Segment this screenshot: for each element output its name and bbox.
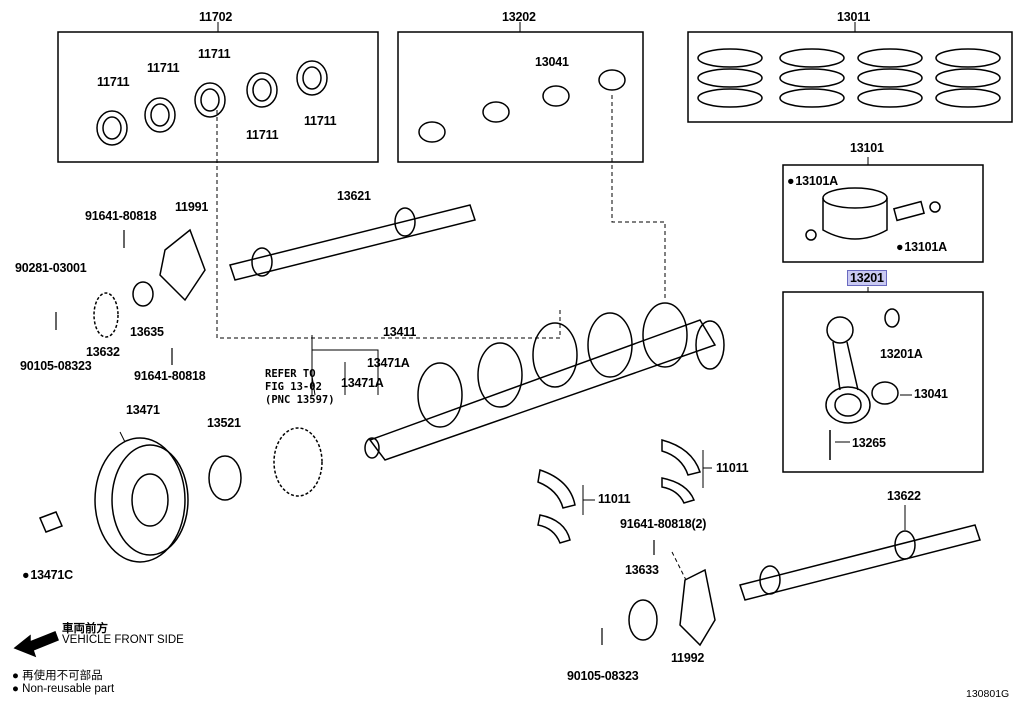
- timing-sprocket: [273, 427, 323, 497]
- callout-11011[interactable]: 11011: [716, 461, 749, 475]
- callout-11711[interactable]: 11711: [198, 47, 231, 61]
- callout-13635[interactable]: 13635: [130, 325, 164, 339]
- callout-11711[interactable]: 11711: [147, 61, 180, 75]
- figure-id: 130801G: [966, 688, 1010, 700]
- callout-13411[interactable]: 13411: [383, 325, 417, 339]
- plug-13635: [132, 281, 154, 307]
- sensor-plate-11991: [159, 228, 206, 302]
- group-box-13201: [782, 291, 984, 473]
- crankshaft-pulley: [39, 437, 189, 563]
- thrust-washer-upper: [661, 439, 701, 504]
- piston-rings: [697, 48, 1001, 108]
- callout-11992[interactable]: 11992: [671, 651, 705, 665]
- callout-11991[interactable]: 11991: [175, 200, 209, 214]
- direction-label-jp: 車両前方: [62, 623, 108, 635]
- cam-timing-gear-13633: [628, 599, 658, 641]
- callout-13101A[interactable]: 13101A: [896, 240, 947, 254]
- sensor-plate-11992: [679, 568, 716, 647]
- callout-11011[interactable]: 11011: [598, 492, 631, 506]
- callout-90105-08323[interactable]: 90105-08323: [567, 669, 639, 683]
- callout-13202[interactable]: 13202: [502, 10, 536, 24]
- callout-13471A[interactable]: 13471A: [367, 356, 410, 370]
- guide-lines: [216, 95, 687, 581]
- connecting-rod: [825, 308, 900, 460]
- legend-nonreusable-jp: ● 再使用不可部品: [12, 667, 103, 683]
- legend-nonreusable-en: ● Non-reusable part: [12, 683, 114, 695]
- legend-text: 再使用不可部品: [22, 670, 103, 682]
- camshaft-13621: [229, 204, 476, 281]
- callout-91641-80818-2[interactable]: 91641-80818(2): [620, 517, 707, 531]
- refer-note-line[interactable]: FIG 13-02: [265, 381, 322, 393]
- callout-11702[interactable]: 11702: [199, 10, 233, 24]
- callout-11711[interactable]: 11711: [97, 75, 130, 89]
- leader-lines: [119, 335, 912, 530]
- refer-note-line: (PNC 13597): [265, 394, 335, 406]
- callout-11711[interactable]: 11711: [304, 114, 337, 128]
- direction-label-en: VEHICLE FRONT SIDE: [62, 634, 184, 646]
- nonreusable-dot-icon: ●: [12, 670, 23, 682]
- group-box-13011: [687, 31, 1013, 123]
- callout-13041[interactable]: 13041: [914, 387, 948, 401]
- refer-note-line: REFER TO: [265, 368, 316, 380]
- callout-13471A[interactable]: 13471A: [341, 376, 384, 390]
- callout-13632[interactable]: 13632: [86, 345, 120, 359]
- bearing-shells: [96, 60, 626, 146]
- crank-sprocket: [208, 455, 242, 501]
- callout-13471C[interactable]: 13471C: [22, 568, 73, 582]
- thrust-washer-lower: [537, 469, 576, 544]
- crankshaft: [364, 302, 725, 461]
- legend-text: Non-reusable part: [22, 683, 115, 695]
- callout-13265[interactable]: 13265: [852, 436, 886, 450]
- bolts: [55, 230, 655, 645]
- vehicle-front-arrow-icon: [13, 631, 59, 658]
- callout-91641-80818[interactable]: 91641-80818: [85, 209, 157, 223]
- callout-13101A[interactable]: 13101A: [787, 174, 838, 188]
- piston: [805, 187, 941, 241]
- callout-13101[interactable]: 13101: [850, 141, 884, 155]
- callout-13201A[interactable]: 13201A: [880, 347, 923, 361]
- callout-13621[interactable]: 13621: [337, 189, 371, 203]
- callout-13633[interactable]: 13633: [625, 563, 659, 577]
- callout-90105-08323[interactable]: 90105-08323: [20, 359, 92, 373]
- group-box-13101: [782, 164, 984, 263]
- callout-13622[interactable]: 13622: [887, 489, 921, 503]
- nonreusable-dot-icon: ●: [12, 683, 23, 695]
- callout-11711[interactable]: 11711: [246, 128, 279, 142]
- callout-13521[interactable]: 13521: [207, 416, 241, 430]
- camshaft-13622: [739, 524, 981, 601]
- cam-timing-gear-13632: [93, 292, 119, 338]
- callout-13201-highlighted[interactable]: 13201: [847, 270, 887, 286]
- callout-13041[interactable]: 13041: [535, 55, 569, 69]
- callout-13011[interactable]: 13011: [837, 10, 871, 24]
- callout-91641-80818[interactable]: 91641-80818: [134, 369, 206, 383]
- callout-90281-03001[interactable]: 90281-03001: [15, 261, 87, 275]
- refer-note: REFER TO FIG 13-02 (PNC 13597): [265, 368, 335, 407]
- callout-13471[interactable]: 13471: [126, 403, 160, 417]
